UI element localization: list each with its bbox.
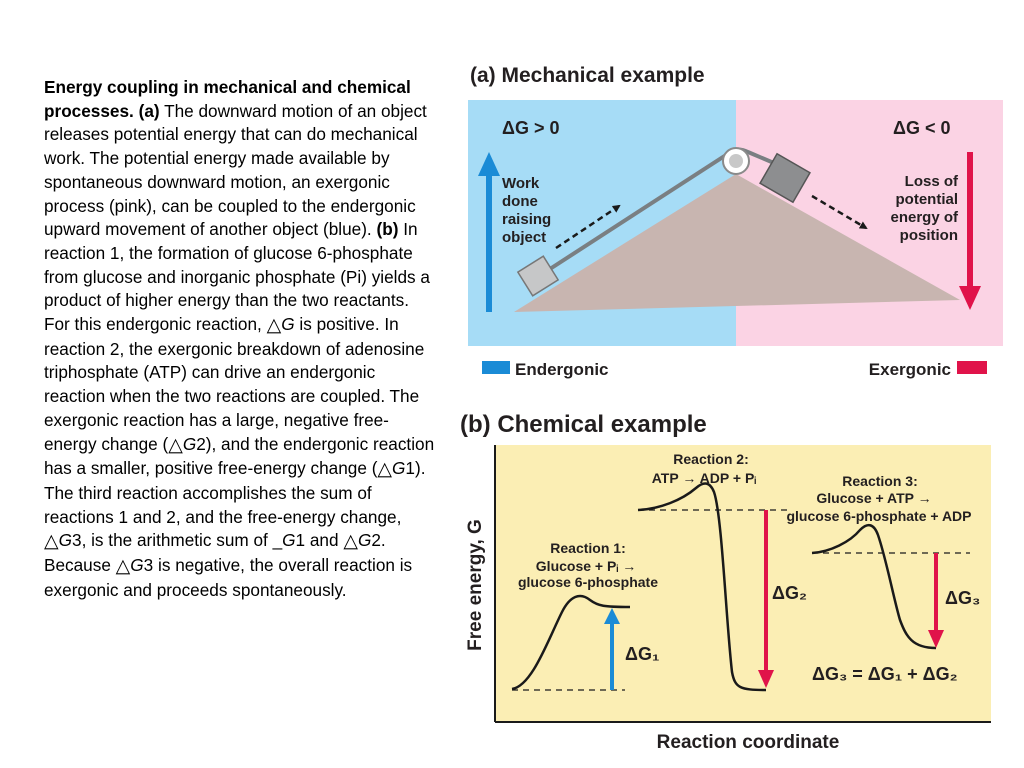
caption-part-b-text-5: , is the arithmetic sum of _	[81, 530, 283, 551]
subscript-1: 1	[405, 458, 415, 479]
endergonic-legend-swatch	[482, 361, 510, 374]
reaction-3-line-1: Glucose + ATP →	[816, 490, 931, 506]
endergonic-up-arrowhead	[478, 152, 500, 176]
caption-title: Energy coupling in mechanical and chemic…	[44, 77, 411, 121]
loss-label-line-1: Loss of	[905, 173, 959, 190]
exergonic-down-arrowhead	[959, 286, 981, 310]
delta-symbol: △	[377, 459, 393, 481]
lower-block	[516, 255, 560, 297]
loss-label-line-2: potential	[896, 191, 959, 208]
delta-g-negative: ΔG < 0	[893, 118, 950, 138]
reaction-1-curve	[511, 594, 631, 691]
chart-area	[495, 445, 991, 722]
subscript-3: 3	[72, 530, 82, 551]
delta-symbol: △	[266, 315, 282, 337]
pulley-hub	[729, 154, 743, 168]
caption-part-b-text-4: ). The third reaction accomplishes the s…	[44, 458, 426, 527]
caption-part-b-text-1: In reaction 1, the formation of glucose …	[44, 219, 430, 335]
figure-caption: Energy coupling in mechanical and chemic…	[44, 76, 436, 602]
caption-part-b-text-3: ), and the endergonic reaction has a sma…	[44, 433, 435, 479]
delta-g2-label: ΔG₂	[772, 583, 807, 603]
delta-symbol: △	[44, 531, 59, 553]
g-symbol: G	[130, 555, 144, 576]
caption-part-b-text-6: 1 and	[295, 530, 339, 551]
g-symbol: G	[281, 314, 295, 335]
g-symbol: G	[182, 433, 197, 454]
delta-g1-label: ΔG₁	[625, 644, 659, 664]
loss-label-line-4: position	[900, 227, 958, 244]
caption-part-a-label: (a)	[138, 100, 160, 121]
loss-label-line-3: energy of	[890, 209, 959, 226]
caption-part-b-text-7: 2. Because	[44, 530, 386, 576]
delta-symbol: △	[168, 434, 183, 456]
caption-part-b-label: (b)	[376, 219, 399, 240]
x-axis-label: Reaction coordinate	[657, 732, 840, 753]
delta-g-sum-equation: ΔG₃ = ΔG₁ + ΔG₂	[812, 664, 958, 684]
g-symbol: G	[392, 458, 406, 479]
raising-dashed-arrow	[555, 204, 621, 250]
reaction-1-line-1: Glucose + Pᵢ →	[536, 558, 636, 574]
reaction-1-title: Reaction 1:	[550, 540, 625, 556]
delta-symbol: △	[115, 556, 131, 578]
g-symbol: G	[58, 530, 72, 551]
reaction-3-delta-arrowhead	[928, 630, 944, 648]
reaction-3-line-2: glucose 6-phosphate + ADP	[786, 508, 971, 524]
subscript-2: 2	[196, 433, 206, 454]
work-label-line-1: Work	[502, 175, 540, 192]
caption-part-a-text: The downward motion of an object release…	[44, 100, 427, 240]
reaction-1-delta-arrowhead	[604, 608, 620, 624]
reaction-2-curve	[637, 482, 767, 692]
lowering-dashed-arrow	[811, 194, 868, 230]
delta-symbol: △	[343, 531, 358, 553]
work-label-line-3: raising	[502, 211, 551, 228]
reaction-2-title: Reaction 2:	[673, 451, 748, 467]
g-symbol: G	[357, 530, 372, 551]
endergonic-legend-label: Endergonic	[515, 360, 609, 379]
g-symbol: G	[282, 530, 296, 551]
y-axis-label: Free energy, G	[465, 519, 486, 651]
reaction-2-delta-arrowhead	[758, 670, 774, 688]
work-label-line-2: done	[502, 193, 538, 210]
reaction-1-line-2: glucose 6-phosphate	[518, 574, 658, 590]
reaction-3-curve	[811, 523, 937, 650]
reaction-2-line-1: ATP → ADP + Pᵢ	[652, 470, 757, 486]
delta-g-positive: ΔG > 0	[502, 118, 559, 138]
work-label-line-4: object	[502, 229, 546, 246]
panel-a-title: (a) Mechanical example	[470, 64, 705, 87]
upper-block	[759, 152, 811, 204]
hill	[514, 174, 960, 312]
reaction-3-title: Reaction 3:	[842, 473, 917, 489]
delta-g3-label: ΔG₃	[945, 588, 980, 608]
panel-b-title: (b) Chemical example	[460, 411, 707, 438]
exergonic-legend-label: Exergonic	[869, 360, 951, 379]
caption-part-b-text-8: 3 is negative, the overall reaction is e…	[44, 555, 413, 600]
exergonic-legend-swatch	[957, 361, 987, 374]
caption-part-b-text-2: is positive. In reaction 2, the exergoni…	[44, 314, 425, 454]
